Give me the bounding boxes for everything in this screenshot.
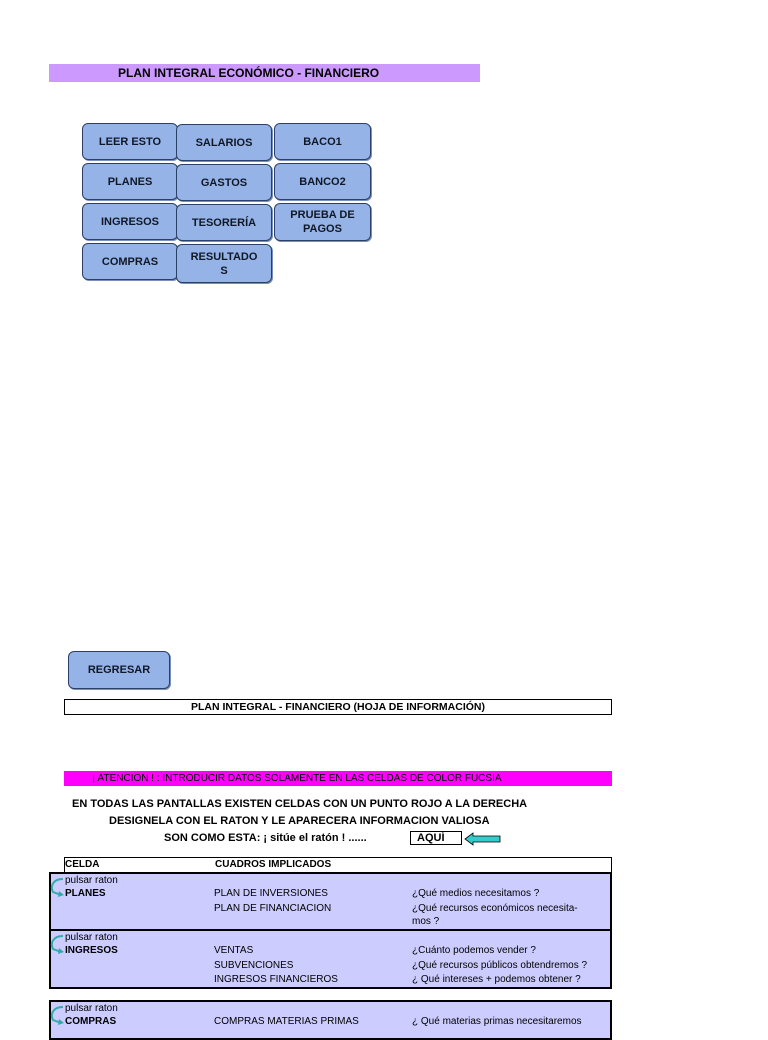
- mouse-hint: pulsar raton: [65, 932, 118, 943]
- item: INGRESOS FINANCIEROS: [214, 974, 338, 985]
- gastos-button[interactable]: GASTOS: [176, 164, 272, 201]
- tesoreria-button[interactable]: TESORERÍA: [176, 204, 272, 241]
- baco1-button[interactable]: BACO1: [274, 123, 371, 160]
- table-row: pulsar raton PLANES PLAN DE INVERSIONES …: [49, 872, 612, 931]
- cell-name[interactable]: PLANES: [65, 888, 106, 899]
- item: PLAN DE FINANCIACION: [214, 903, 332, 914]
- compras-button[interactable]: COMPRAS: [82, 243, 178, 280]
- mouse-hint: pulsar raton: [65, 875, 118, 886]
- cell-name[interactable]: INGRESOS: [65, 945, 118, 956]
- attention-text: ¡ ATENCION ! : INTRODUCIR DATOS SOLAMENT…: [92, 773, 502, 784]
- table-row: pulsar raton INGRESOS VENTAS SUBVENCIONE…: [49, 929, 612, 989]
- banco2-button[interactable]: BANCO2: [274, 163, 371, 200]
- ingresos-button[interactable]: INGRESOS: [82, 203, 178, 240]
- question: ¿ Qué materias primas necesitaremos: [412, 1016, 582, 1027]
- planes-button[interactable]: PLANES: [82, 163, 178, 200]
- question: ¿Qué recursos públicos obtendremos ?: [412, 960, 588, 971]
- leer-esto-button[interactable]: LEER ESTO: [82, 123, 178, 160]
- mouse-hint: pulsar raton: [65, 1003, 118, 1014]
- item: COMPRAS MATERIAS PRIMAS: [214, 1016, 359, 1027]
- regresar-button[interactable]: REGRESAR: [68, 651, 170, 689]
- question: ¿ Qué intereses + podemos obtener ?: [412, 974, 581, 985]
- table-row: pulsar raton COMPRAS COMPRAS MATERIAS PR…: [49, 1000, 612, 1040]
- cell-name[interactable]: COMPRAS: [65, 1016, 117, 1027]
- col-cuadros-header: CUADROS IMPLICADOS: [215, 859, 332, 870]
- col-celda-header: CELDA: [65, 859, 100, 870]
- curved-arrow-icon: [50, 935, 64, 954]
- instruction-line-3: SON COMO ESTA: ¡ sitúe el ratón ! ......: [164, 832, 367, 844]
- question: ¿Qué recursos económicos necesita-: [412, 903, 578, 914]
- question: mos ?: [412, 916, 440, 927]
- question: ¿Qué medios necesitamos ?: [412, 888, 540, 899]
- aqui-cell[interactable]: AQUÍ: [410, 831, 462, 845]
- prueba-de-pagos-button[interactable]: PRUEBA DE PAGOS: [274, 203, 371, 241]
- page-title: PLAN INTEGRAL ECONÓMICO - FINANCIERO: [49, 64, 480, 82]
- instruction-line-1: EN TODAS LAS PANTALLAS EXISTEN CELDAS CO…: [72, 798, 528, 810]
- attention-banner: ¡ ATENCION ! : INTRODUCIR DATOS SOLAMENT…: [64, 771, 612, 786]
- resultados-button[interactable]: RESULTADOS: [176, 244, 272, 283]
- item: VENTAS: [214, 945, 254, 956]
- arrow-left-icon: [464, 832, 501, 846]
- salarios-button[interactable]: SALARIOS: [176, 124, 272, 161]
- page-title-text: PLAN INTEGRAL ECONÓMICO - FINANCIERO: [118, 66, 380, 80]
- item: SUBVENCIONES: [214, 960, 294, 971]
- info-sheet-title: PLAN INTEGRAL - FINANCIERO (HOJA DE INFO…: [64, 699, 612, 715]
- item: PLAN DE INVERSIONES: [214, 888, 328, 899]
- question: ¿Cuánto podemos vender ?: [412, 945, 536, 956]
- curved-arrow-icon: [50, 878, 64, 897]
- instruction-line-2: DESIGNELA CON EL RATON Y LE APARECERA IN…: [109, 815, 490, 827]
- table-header: CELDA CUADROS IMPLICADOS: [64, 857, 612, 873]
